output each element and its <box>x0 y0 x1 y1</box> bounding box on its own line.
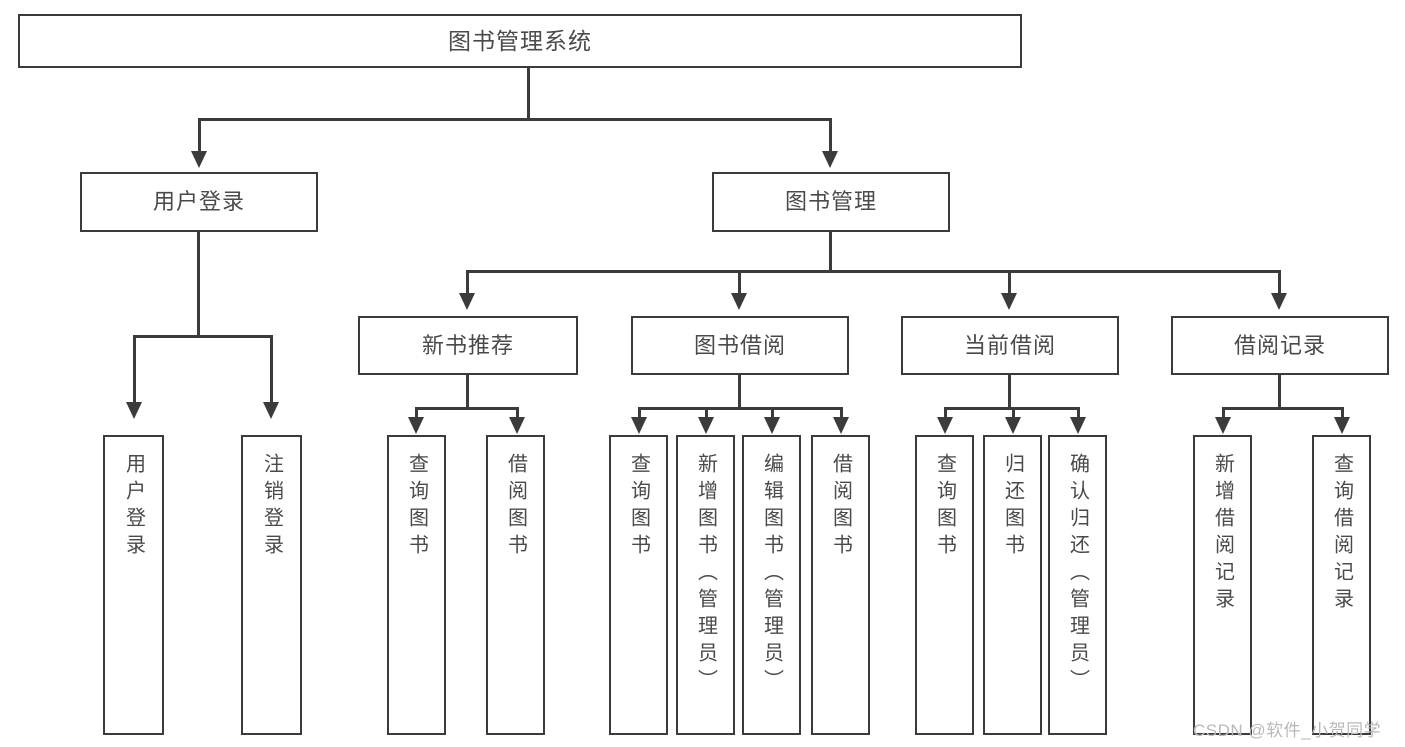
connector-level1-bus <box>198 118 831 121</box>
arrow-to-leaf-borrow-book-1 <box>509 417 525 434</box>
connector-book-borrow-drop-1 <box>638 407 641 419</box>
node-label: 查询图书 <box>933 453 956 561</box>
node-label: 用户登录 <box>152 189 245 214</box>
node-label: 图书管理系统 <box>448 27 592 54</box>
connector-book-borrow-stem <box>738 375 741 407</box>
connector-book-borrow-drop-2 <box>705 407 708 419</box>
arrow-to-book-borrow <box>731 293 747 310</box>
node-label: 借阅记录 <box>1233 332 1326 358</box>
connector-new-book-drop-2 <box>516 407 519 419</box>
leaf-query-borrow-record[interactable]: 查询借阅记录 <box>1312 435 1371 735</box>
connector-new-book-bus <box>415 407 518 410</box>
connector-borrow-record-stem <box>1278 375 1281 407</box>
connector-level2-drop-1 <box>466 270 469 295</box>
connector-current-borrow-stem <box>1008 375 1011 407</box>
connector-current-borrow-drop-1 <box>944 407 947 419</box>
node-label: 新增图书（管理员） <box>694 453 717 696</box>
connector-level2-drop-3 <box>1008 270 1011 295</box>
node-new-book-recommend[interactable]: 新书推荐 <box>358 316 578 375</box>
node-book-borrow[interactable]: 图书借阅 <box>631 316 849 375</box>
arrow-to-book-management <box>822 151 838 168</box>
arrow-to-leaf-add-book <box>698 417 714 434</box>
node-label: 图书借阅 <box>693 332 786 358</box>
leaf-return-book[interactable]: 归还图书 <box>983 435 1042 735</box>
arrow-to-leaf-logout <box>263 402 279 419</box>
connector-user-login-bus <box>133 335 272 338</box>
leaf-query-book-borrow[interactable]: 查询图书 <box>609 435 668 735</box>
connector-level2-drop-2 <box>738 270 741 295</box>
node-label: 注销登录 <box>260 453 283 561</box>
connector-current-borrow-drop-3 <box>1077 407 1080 419</box>
arrow-to-leaf-add-record <box>1215 417 1231 434</box>
connector-current-borrow-bus <box>944 407 1078 410</box>
connector-book-borrow-bus <box>638 407 842 410</box>
node-label: 查询图书 <box>405 453 428 561</box>
connector-new-book-drop-1 <box>415 407 418 419</box>
arrow-to-current-borrow <box>1001 293 1017 310</box>
node-current-borrow[interactable]: 当前借阅 <box>901 316 1119 375</box>
connector-new-book-stem <box>466 375 469 407</box>
leaf-add-book-admin[interactable]: 新增图书（管理员） <box>676 435 735 735</box>
connector-level2-drop-4 <box>1278 270 1281 295</box>
node-label: 借阅图书 <box>829 453 852 561</box>
connector-current-borrow-drop-2 <box>1012 407 1015 419</box>
node-book-management[interactable]: 图书管理 <box>712 172 950 232</box>
node-label: 归还图书 <box>1001 453 1024 561</box>
node-borrow-record[interactable]: 借阅记录 <box>1171 316 1389 375</box>
node-label: 新增借阅记录 <box>1211 453 1234 615</box>
connector-root-stem <box>527 68 530 118</box>
node-label: 当前借阅 <box>963 332 1056 358</box>
connector-user-login-stem <box>197 232 200 335</box>
leaf-borrow-book-new-recommend[interactable]: 借阅图书 <box>486 435 545 735</box>
connector-borrow-record-drop-1 <box>1222 407 1225 419</box>
node-label: 查询借阅记录 <box>1330 453 1353 615</box>
node-label: 查询图书 <box>627 453 650 561</box>
connector-borrow-record-bus <box>1222 407 1343 410</box>
node-label: 用户登录 <box>122 453 145 561</box>
node-label: 确认归还（管理员） <box>1066 453 1089 696</box>
arrow-to-leaf-query-book-1 <box>408 417 424 434</box>
arrow-to-leaf-confirm-return <box>1070 417 1086 434</box>
leaf-confirm-return-admin[interactable]: 确认归还（管理员） <box>1048 435 1107 735</box>
arrow-to-leaf-query-book-2 <box>631 417 647 434</box>
connector-user-login-drop-1 <box>133 335 136 404</box>
node-user-login[interactable]: 用户登录 <box>80 172 318 232</box>
csdn-watermark: CSDN @软件_小贺同学 <box>1193 721 1382 740</box>
connector-borrow-record-drop-2 <box>1341 407 1344 419</box>
connector-level2-bus <box>466 270 1279 273</box>
leaf-user-login[interactable]: 用户登录 <box>103 435 164 735</box>
leaf-edit-book-admin[interactable]: 编辑图书（管理员） <box>742 435 801 735</box>
arrow-to-user-login <box>191 151 207 168</box>
arrow-to-leaf-query-record <box>1334 417 1350 434</box>
node-label: 编辑图书（管理员） <box>760 453 783 696</box>
arrow-to-leaf-borrow-book-2 <box>833 417 849 434</box>
leaf-query-book-current[interactable]: 查询图书 <box>915 435 974 735</box>
arrow-to-leaf-edit-book <box>764 417 780 434</box>
arrow-to-leaf-return-book <box>1005 417 1021 434</box>
connector-book-borrow-drop-4 <box>840 407 843 419</box>
leaf-borrow-book[interactable]: 借阅图书 <box>811 435 870 735</box>
connector-book-borrow-drop-3 <box>771 407 774 419</box>
connector-book-management-stem <box>829 232 832 270</box>
node-root-book-management-system[interactable]: 图书管理系统 <box>18 14 1022 68</box>
arrow-to-leaf-query-book-3 <box>937 417 953 434</box>
node-label: 借阅图书 <box>504 453 527 561</box>
arrow-to-borrow-record <box>1271 293 1287 310</box>
leaf-logout[interactable]: 注销登录 <box>241 435 302 735</box>
arrow-to-leaf-user-login <box>126 402 142 419</box>
connector-user-login-drop-2 <box>270 335 273 404</box>
connector-level1-drop-right <box>829 118 832 153</box>
arrow-to-new-book-recommend <box>459 293 475 310</box>
leaf-add-borrow-record[interactable]: 新增借阅记录 <box>1193 435 1252 735</box>
connector-level1-drop-left <box>198 118 201 153</box>
leaf-query-book-new-recommend[interactable]: 查询图书 <box>387 435 446 735</box>
node-label: 新书推荐 <box>421 332 514 358</box>
node-label: 图书管理 <box>784 189 877 214</box>
